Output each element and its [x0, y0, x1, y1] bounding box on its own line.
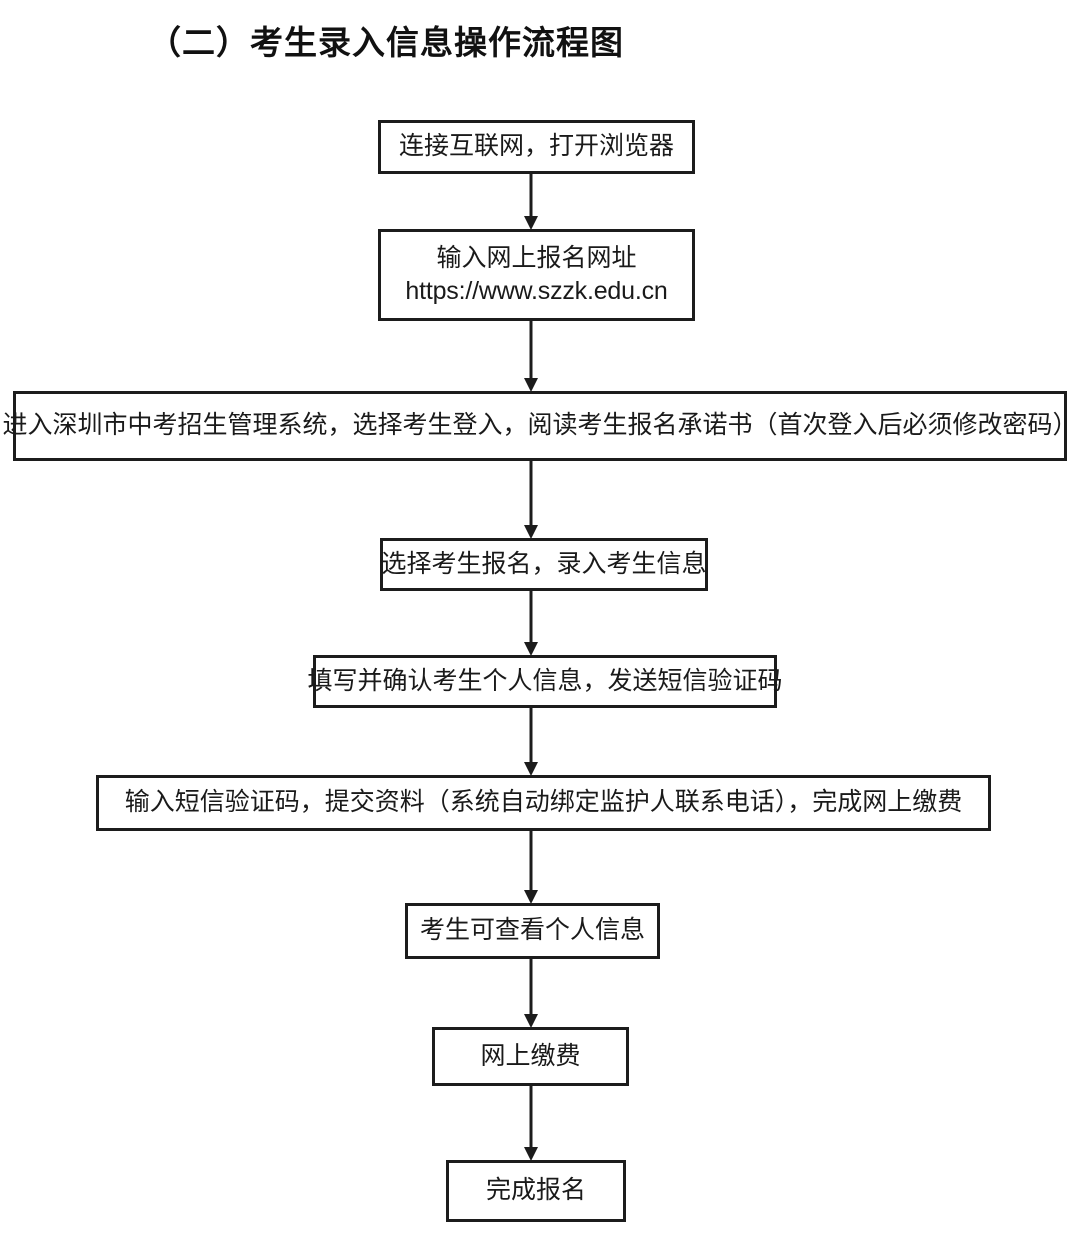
flow-node-label: 进入深圳市中考招生管理系统，选择考生登入，阅读考生报名承诺书（首次登入后必须修改… — [2, 412, 1078, 439]
flow-node-finish-signup: 完成报名 — [446, 1160, 626, 1222]
flow-node-connect-internet: 连接互联网，打开浏览器 — [378, 120, 695, 174]
flow-node-enter-system: 进入深圳市中考招生管理系统，选择考生登入，阅读考生报名承诺书（首次登入后必须修改… — [3, 391, 1078, 461]
flow-node-label: 网上缴费 — [480, 1042, 581, 1070]
flow-node-label: 完成报名 — [485, 1177, 586, 1204]
connector-arrow-1 — [519, 174, 543, 231]
flow-node-online-payment: 网上缴费 — [432, 1027, 629, 1086]
connector-arrow-3 — [519, 461, 543, 540]
flow-node-submit-pay: 输入短信验证码，提交资料（系统自动绑定监护人联系电话），完成网上缴费 — [96, 775, 991, 831]
flow-node-enter-url: 输入网上报名网址 https://www.szzk.edu.cn — [378, 229, 695, 321]
flow-node-view-info: 考生可查看个人信息 — [405, 903, 660, 959]
connector-arrow-2 — [519, 321, 543, 393]
connector-arrow-5 — [519, 708, 543, 777]
connector-arrow-7 — [519, 959, 543, 1029]
flow-node-label: 选择考生报名，录入考生信息 — [381, 550, 707, 578]
page-title: （二）考生录入信息操作流程图 — [148, 26, 624, 62]
flow-node-label: 输入网上报名网址 — [436, 245, 637, 272]
flow-node-label: 连接互联网，打开浏览器 — [398, 133, 674, 160]
flow-node-url: https://www.szzk.edu.cn — [405, 277, 668, 305]
flow-node-label: 填写并确认考生个人信息，发送短信验证码 — [307, 667, 783, 695]
flow-node-fill-confirm: 填写并确认考生个人信息，发送短信验证码 — [308, 655, 783, 708]
connector-arrow-6 — [519, 831, 543, 905]
connector-arrow-4 — [519, 591, 543, 657]
flow-node-label: 考生可查看个人信息 — [419, 917, 645, 944]
connector-arrow-8 — [519, 1086, 543, 1162]
flow-node-label: 输入短信验证码，提交资料（系统自动绑定监护人联系电话），完成网上缴费 — [124, 789, 963, 816]
flow-node-select-signup: 选择考生报名，录入考生信息 — [380, 538, 708, 591]
